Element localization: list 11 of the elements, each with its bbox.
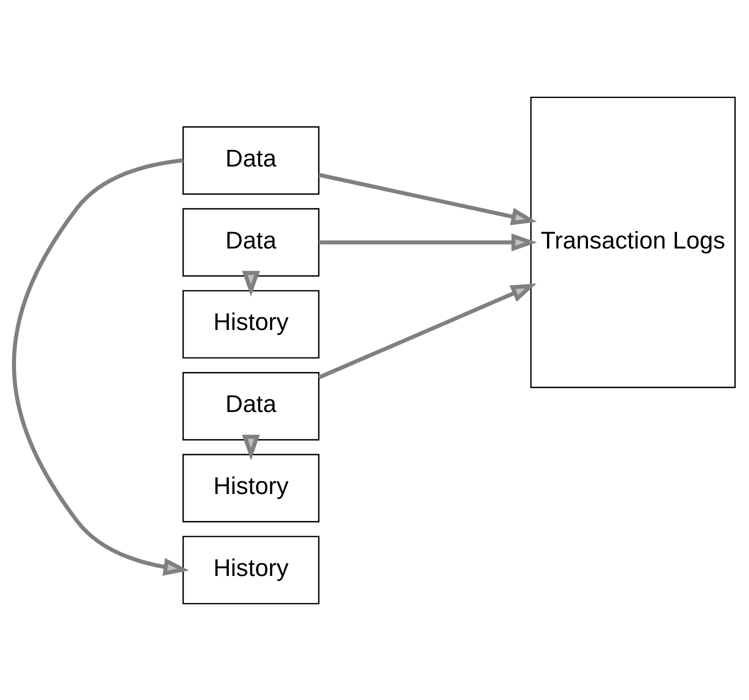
arrow bbox=[318, 283, 537, 379]
node-box: History bbox=[182, 535, 320, 604]
arrow bbox=[242, 270, 260, 296]
node-box: Data bbox=[182, 126, 320, 194]
node-box: Transaction Logs bbox=[530, 96, 736, 388]
arrow bbox=[318, 172, 537, 225]
arrow bbox=[318, 232, 538, 251]
arrow bbox=[242, 434, 260, 460]
node-box: History bbox=[182, 290, 320, 358]
arrow bbox=[12, 158, 190, 576]
node-box: History bbox=[182, 453, 320, 522]
